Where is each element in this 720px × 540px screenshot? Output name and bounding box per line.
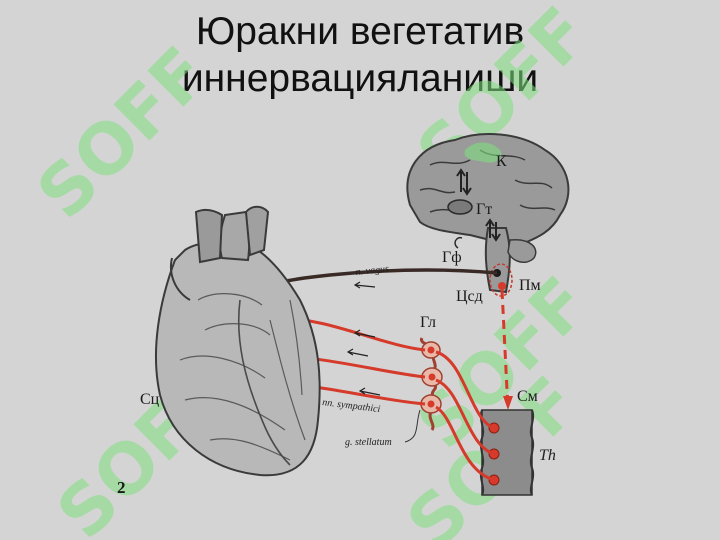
heart-illustration: [155, 205, 321, 477]
slide-title: Юракни вегетатив иннервацияланиши: [0, 8, 720, 102]
down-arrow-icon: [462, 172, 472, 196]
hypothalamus-shape: [447, 199, 473, 215]
direction-arrows: [346, 281, 381, 396]
label-spinal-cord: См: [517, 388, 538, 405]
pituitary-shape: [454, 236, 463, 249]
preganglionic-fibers: [435, 350, 495, 482]
label-heart: Сц: [140, 391, 160, 408]
label-ganglia: Гл: [420, 314, 436, 331]
brain-illustration: [406, 133, 570, 297]
up-arrow-icon: [456, 168, 466, 192]
figure-number: 2: [117, 478, 126, 497]
descending-pathway: [500, 289, 510, 411]
watermark-text: SOFF: [21, 31, 224, 234]
label-pituitary: Гф: [442, 249, 462, 266]
label-vagus: n. vagus: [355, 264, 389, 278]
label-sympathetic: nn. sympathici: [322, 397, 381, 415]
down-arrow-icon: [491, 222, 501, 242]
label-thoracic: Th: [539, 447, 556, 464]
label-cardiovascular-center: Цсд: [456, 288, 483, 305]
down-arrow-icon: [503, 396, 513, 410]
slide-title-line-1: Юракни вегетатив: [195, 10, 525, 53]
sympathetic-center-dot: [498, 282, 506, 290]
stellate-pointer: [404, 409, 421, 443]
label-stellate: g. stellatum: [345, 437, 392, 448]
label-medulla: Пм: [519, 277, 541, 294]
slide-title-line-2: иннервацияланиши: [181, 57, 539, 100]
up-arrow-icon: [485, 218, 495, 238]
label-cortex: К: [496, 153, 507, 170]
label-hypothalamus: Гт: [476, 201, 492, 218]
brainstem-shape: [484, 227, 511, 294]
cortex-highlight: [464, 142, 502, 163]
spinal-cord-segment: [479, 409, 535, 496]
